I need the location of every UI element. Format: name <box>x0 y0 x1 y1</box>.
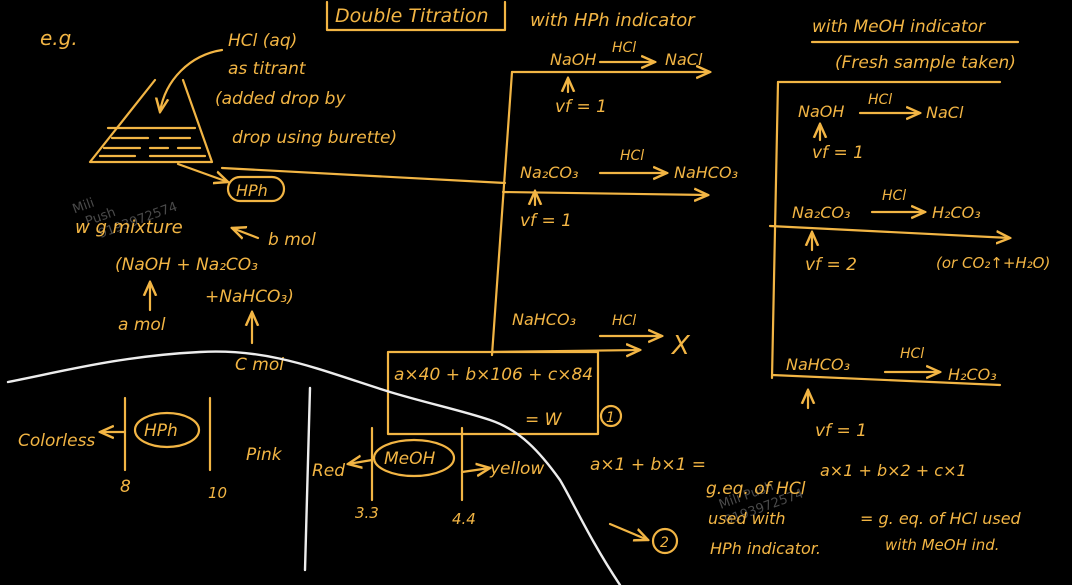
hph-r1-vf: vf = 1 <box>555 97 607 117</box>
hph-r2-right: NaHCO₃ <box>674 163 738 182</box>
indicator-arrow <box>176 162 228 182</box>
titrant-arrow <box>160 48 224 112</box>
mixture-line2: +NaHCO₃) <box>205 287 294 307</box>
titrant-note-line3: (added drop by <box>215 89 346 109</box>
meoh-column-bracket <box>770 80 780 380</box>
equation-1-line2: = W <box>525 410 563 430</box>
meoh-range-right-arrow <box>460 468 490 472</box>
meoh-r2-reagent: HCl <box>882 188 906 204</box>
page-title: Double Titration <box>335 5 489 27</box>
equation-3-rhs-line1: = g. eq. of HCl used <box>860 509 1022 528</box>
range-separator <box>303 386 312 572</box>
meoh-r1-reagent: HCl <box>868 92 892 108</box>
hph-r1-left: NaOH <box>550 50 596 69</box>
eg-label: e.g. <box>40 26 78 50</box>
hph-column-bracket <box>490 70 514 357</box>
b-mol-label: b mol <box>268 230 316 250</box>
titrant-note-line2: as titrant <box>228 59 307 79</box>
hph-r1-right: NaCl <box>665 50 703 69</box>
equation-1-line1: a×40 + b×106 + c×84 <box>394 365 593 385</box>
equation-3-lhs: a×1 + b×2 + c×1 <box>820 461 967 480</box>
meoh-column-header: with MeOH indicator <box>812 17 986 37</box>
meoh-r2-vf: vf = 2 <box>805 255 857 275</box>
meoh-r3-left: NaHCO₃ <box>786 355 850 374</box>
hph-r2-left: Na₂CO₃ <box>520 163 578 182</box>
meoh-r1-right: NaCl <box>926 103 964 122</box>
equation-2-number: 2 <box>660 535 669 551</box>
hph-range-left: Colorless <box>18 431 95 451</box>
hph-oval <box>226 175 286 203</box>
hph-r2-vf: vf = 1 <box>520 211 572 231</box>
equation-2-pointer <box>608 522 648 540</box>
meoh-range-diagram: Red MeOH yellow 3.3 4.4 <box>312 426 544 528</box>
title-box <box>325 0 507 32</box>
meoh-column-subheader: (Fresh sample taken) <box>835 53 1016 73</box>
conical-flask <box>88 78 214 164</box>
equation-1-badge <box>599 404 623 428</box>
hph-range-diagram: Colorless HPh Pink 8 10 <box>18 396 283 502</box>
meoh-r3-vf: vf = 1 <box>815 421 867 441</box>
equation-2-rhs-line1: g.eq. of HCl <box>706 479 806 499</box>
section-divider <box>6 350 622 585</box>
meoh-range-name: MeOH <box>384 449 436 469</box>
meoh-r1-left: NaOH <box>798 102 844 121</box>
meoh-r1-vf: vf = 1 <box>812 143 864 163</box>
equation-3-rhs-line2: with MeOH ind. <box>885 536 1000 554</box>
mixture-line1: (NaOH + Na₂CO₃ <box>115 255 258 275</box>
hph-r3-reagent: HCl <box>612 313 636 329</box>
mixture-weight-label: w g mixture <box>75 217 183 238</box>
meoh-r3-reagent: HCl <box>900 346 924 362</box>
equation-2-rhs-line2: used with <box>708 509 786 528</box>
hph-column: NaOH HCl NaCl vf = 1 Na₂CO₃ HCl NaHCO₃ v… <box>490 40 738 361</box>
meoh-column: NaOH HCl NaCl vf = 1 Na₂CO₃ HCl H₂CO₃ (o… <box>768 80 1050 441</box>
flow-connector <box>220 166 507 185</box>
hph-range-right: Pink <box>246 445 283 465</box>
hph-range-oval <box>133 411 201 449</box>
hph-r1-reagent: HCl <box>612 40 636 56</box>
flask-indicator-label: HPh <box>236 181 268 200</box>
meoh-row3-line <box>770 373 1002 387</box>
meoh-r3-right: H₂CO₃ <box>948 365 997 384</box>
titrant-note-line4: drop using burette) <box>232 128 397 148</box>
meoh-row2-arrow <box>768 224 1010 238</box>
meoh-range-left-arrow <box>348 460 374 464</box>
titrant-note-line1: HCl (aq) <box>228 31 297 51</box>
equation-1-box <box>386 350 600 436</box>
meoh-range-right: yellow <box>489 459 544 479</box>
hph-column-header: with HPh indicator <box>530 10 696 31</box>
hph-r3-left: NaHCO₃ <box>512 310 576 329</box>
equation-2-badge <box>651 527 679 555</box>
hph-range-low: 8 <box>120 477 131 497</box>
meoh-range-left: Red <box>312 461 345 481</box>
equation-2-rhs-line3: HPh indicator. <box>710 539 821 558</box>
hph-range-high: 10 <box>208 484 227 502</box>
hph-row2-arrow <box>501 192 708 195</box>
watermark-line1: Mili <box>71 196 97 218</box>
meoh-r2-left: Na₂CO₃ <box>792 203 850 222</box>
b-mol-arrow <box>232 228 260 238</box>
hph-r3-right: X <box>670 331 691 361</box>
equation-2-lhs: a×1 + b×1 = <box>590 455 706 475</box>
c-mol-label: C mol <box>235 355 284 375</box>
hph-r2-reagent: HCl <box>620 148 644 164</box>
hph-range-name: HPh <box>144 421 178 441</box>
meoh-range-low: 3.3 <box>355 504 379 522</box>
meoh-r2-alt: (or CO₂↑+H₂O) <box>936 254 1050 272</box>
meoh-range-oval <box>372 438 456 478</box>
meoh-range-high: 4.4 <box>452 510 476 528</box>
equation-1-number: 1 <box>606 410 615 426</box>
meoh-r2-right: H₂CO₃ <box>932 203 981 222</box>
a-mol-label: a mol <box>118 315 166 335</box>
